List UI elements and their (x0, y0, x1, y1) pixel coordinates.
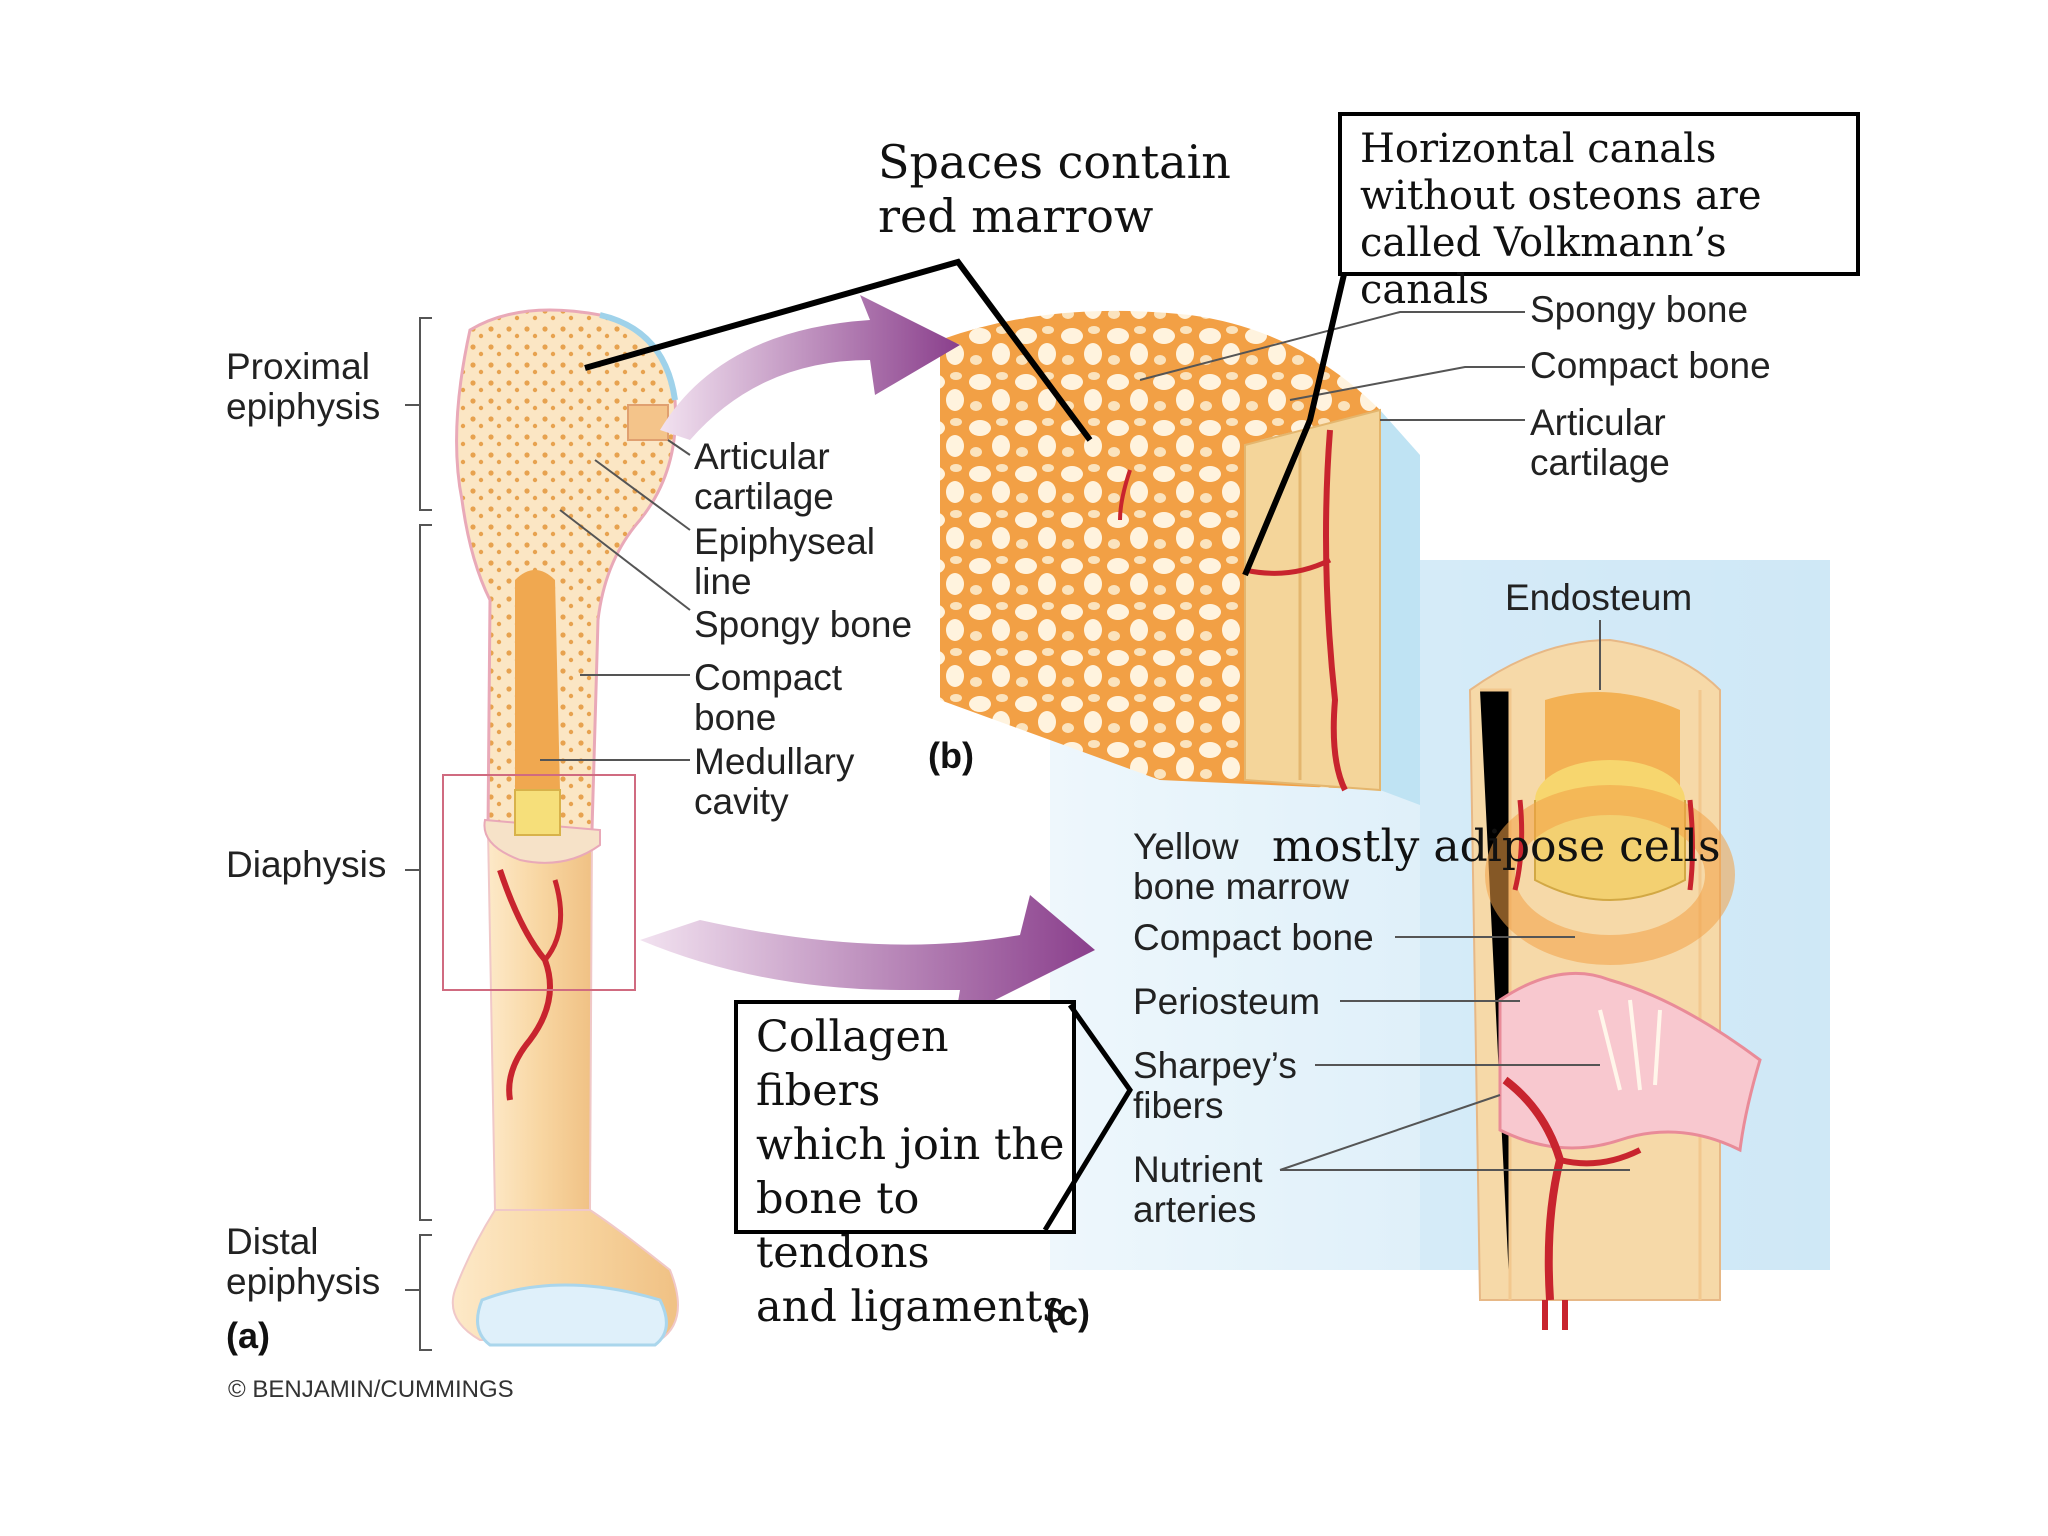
label-spongy-bone-b: Spongy bone (1530, 289, 1749, 330)
panel-label-b: (b) (928, 735, 974, 776)
annotation-pointers (584, 258, 1348, 577)
detail-box (442, 774, 636, 991)
shaft-section-c (1468, 638, 1762, 1330)
label-articular-cartilage-b: Articular cartilage (1530, 402, 1670, 483)
panel-label-c: (c) (1046, 1292, 1090, 1333)
panel-label-a: (a) (226, 1315, 270, 1356)
leaders-c (1279, 620, 1630, 1171)
annotation-collagen-box: Collagen fibers which join the bone to t… (734, 1000, 1076, 1332)
arrow-to-b (660, 295, 960, 440)
label-endosteum: Endosteum (1505, 577, 1693, 618)
arrow-to-c (640, 895, 1095, 1020)
label-yellow-bone-marrow: Yellow bone marrow (1133, 826, 1349, 907)
annotation-collagen: Collagen fibers which join the bone to t… (756, 1012, 1065, 1332)
label-compact-bone-c: Compact bone (1133, 917, 1374, 958)
label-distal-epiphysis: Distal epiphysis (226, 1221, 381, 1302)
label-spongy-bone-a: Spongy bone (694, 604, 913, 645)
label-nutrient-arteries: Nutrient arteries (1133, 1149, 1263, 1230)
annotation-red-marrow: Spaces contain red marrow (878, 135, 1231, 243)
annotation-adipose: mostly adipose cells (1272, 821, 1721, 872)
annotation-volkmann-box: Horizontal canals without osteons are ca… (1338, 112, 1860, 313)
label-sharpeys-fibers: Sharpey’s fibers (1133, 1045, 1297, 1126)
label-epiphyseal-line: Epiphyseal line (694, 521, 876, 602)
long-bone-a (442, 308, 679, 1347)
label-diaphysis: Diaphysis (226, 844, 387, 885)
leaders-b (1139, 311, 1525, 421)
spongy-block-b (940, 310, 1420, 805)
annotation-volkmann: Horizontal canals without osteons are ca… (1360, 126, 1762, 313)
label-articular-cartilage-a: Articular cartilage (694, 436, 834, 517)
leaders-a (540, 439, 691, 761)
label-proximal-epiphysis: Proximal epiphysis (226, 346, 381, 427)
label-compact-bone-a: Compact bone (694, 657, 843, 738)
label-periosteum: Periosteum (1133, 981, 1321, 1022)
copyright-credit: © BENJAMIN/CUMMINGS (228, 1376, 514, 1403)
label-compact-bone-b: Compact bone (1530, 345, 1771, 386)
label-medullary-cavity: Medullary cavity (694, 741, 855, 822)
region-brackets (405, 317, 432, 1351)
